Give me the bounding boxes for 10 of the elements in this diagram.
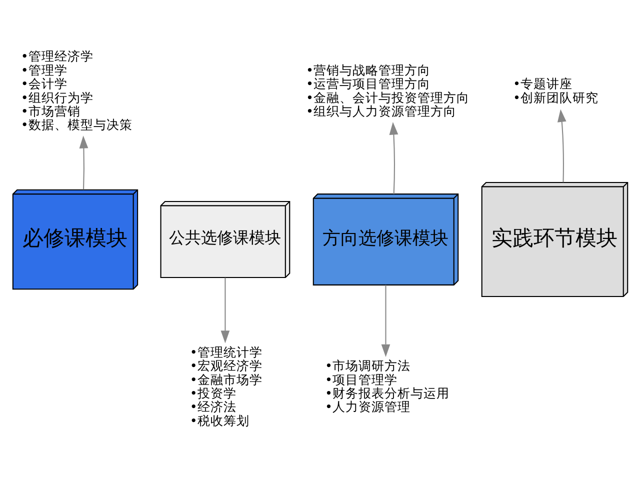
arrow	[381, 284, 390, 357]
arrow	[389, 122, 398, 194]
node-text: •管理经济学 •管理学 •会计学 •组织行为学 •市场营销 •数据、模型与决策	[20, 48, 132, 132]
node-text: •市场调研方法 •项目管理学 •财务报表分析与运用 •人力资源管理	[325, 358, 450, 414]
node-text: •营销与战略管理方向 •运营与项目管理方向 •金融、会计与投资管理方向 •组织与人力资源管理方向	[306, 62, 470, 118]
arrow	[220, 277, 230, 343]
arrow	[79, 135, 88, 190]
node-text: •专题讲座 •创新团队研究	[513, 76, 598, 104]
node-text: •管理统计学 •宏观经济学 •金融市场学 •投资学 •经济法 •税收筹划	[190, 344, 262, 428]
arrow	[557, 108, 566, 182]
